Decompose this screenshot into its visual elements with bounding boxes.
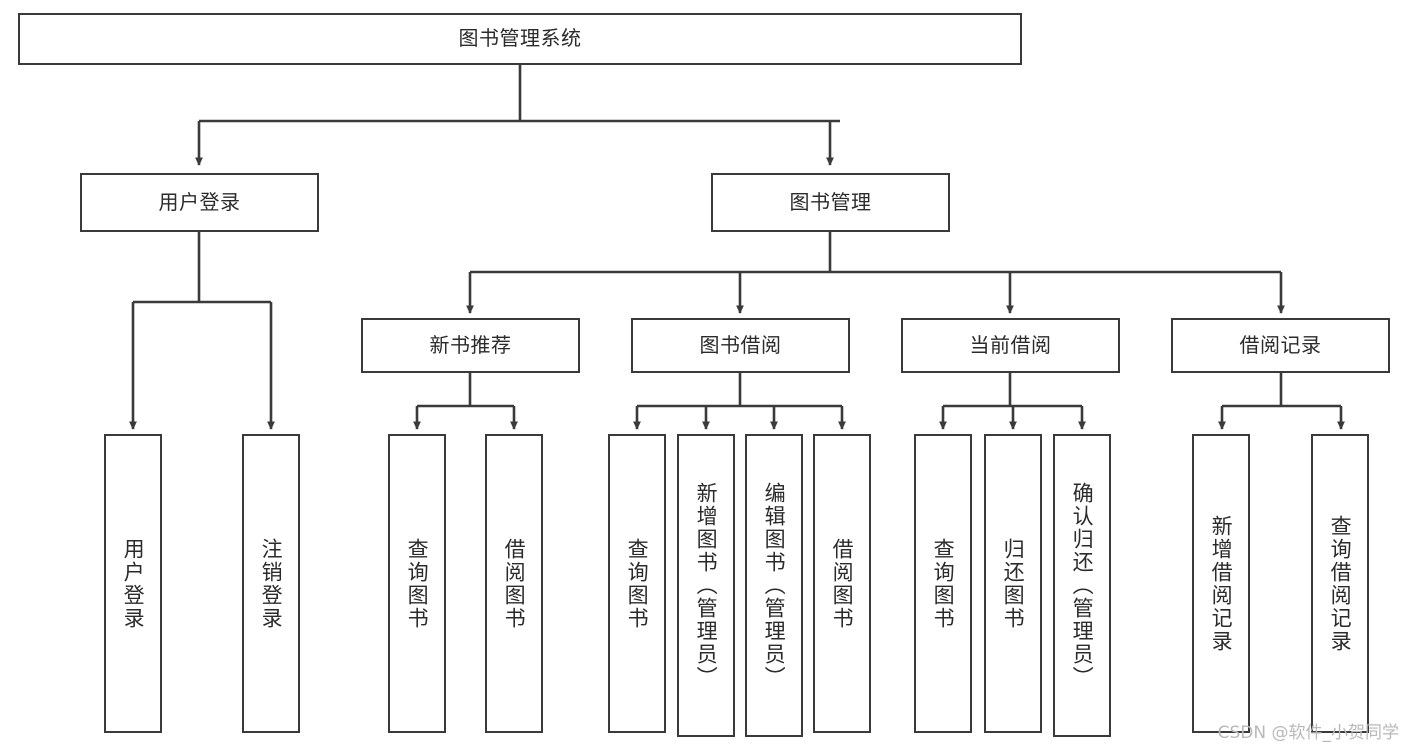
leaf-current-confirm-return-admin[interactable]: 确认归还（管理员）: [1053, 434, 1111, 737]
node-label: 归还图书: [1001, 537, 1026, 630]
leaf-user-login-signout[interactable]: 注销登录: [242, 434, 300, 733]
leaf-record-add-borrow-record[interactable]: 新增借阅记录: [1192, 434, 1250, 733]
node-label: 用户登录: [158, 189, 241, 214]
node-label: 图书管理系统: [458, 26, 582, 51]
node-label: 查询图书: [931, 537, 956, 630]
node-label: 新增借阅记录: [1209, 514, 1234, 653]
leaf-borrow-add-book-admin[interactable]: 新增图书（管理员）: [677, 434, 735, 737]
node-borrow-record[interactable]: 借阅记录: [1171, 318, 1390, 373]
node-root-book-management-system[interactable]: 图书管理系统: [18, 13, 1022, 65]
node-label: 注销登录: [259, 537, 284, 630]
leaf-newbook-borrow-book[interactable]: 借阅图书: [485, 434, 543, 733]
node-label: 用户登录: [121, 537, 146, 630]
leaf-record-query-borrow-record[interactable]: 查询借阅记录: [1311, 434, 1369, 733]
node-label: 编辑图书（管理员）: [762, 482, 787, 689]
node-label: 借阅图书: [502, 537, 527, 630]
leaf-borrow-edit-book-admin[interactable]: 编辑图书（管理员）: [745, 434, 803, 737]
node-label: 借阅图书: [830, 537, 855, 630]
node-label: 确认归还（管理员）: [1070, 482, 1095, 689]
leaf-borrow-query-book[interactable]: 查询图书: [608, 434, 666, 733]
watermark-text: CSDN @软件_小贺同学: [1217, 723, 1399, 743]
node-label: 查询图书: [405, 537, 430, 630]
leaf-newbook-query-book[interactable]: 查询图书: [388, 434, 446, 733]
leaf-current-return-book[interactable]: 归还图书: [984, 434, 1042, 733]
node-label: 新增图书（管理员）: [694, 482, 719, 689]
node-book-borrow[interactable]: 图书借阅: [631, 318, 850, 373]
node-label: 借阅记录: [1239, 332, 1322, 357]
node-label: 图书借阅: [699, 332, 782, 357]
node-new-book-recommend[interactable]: 新书推荐: [361, 318, 580, 373]
node-book-management[interactable]: 图书管理: [711, 173, 950, 232]
node-label: 图书管理: [789, 189, 872, 214]
leaf-current-query-book[interactable]: 查询图书: [914, 434, 972, 733]
leaf-user-login-signin[interactable]: 用户登录: [104, 434, 162, 733]
node-label: 当前借阅: [969, 332, 1052, 357]
leaf-borrow-borrow-book[interactable]: 借阅图书: [813, 434, 871, 733]
node-current-borrow[interactable]: 当前借阅: [901, 318, 1120, 373]
node-user-login[interactable]: 用户登录: [80, 173, 319, 232]
node-label: 查询借阅记录: [1328, 514, 1353, 653]
node-label: 新书推荐: [429, 332, 512, 357]
node-label: 查询图书: [625, 537, 650, 630]
